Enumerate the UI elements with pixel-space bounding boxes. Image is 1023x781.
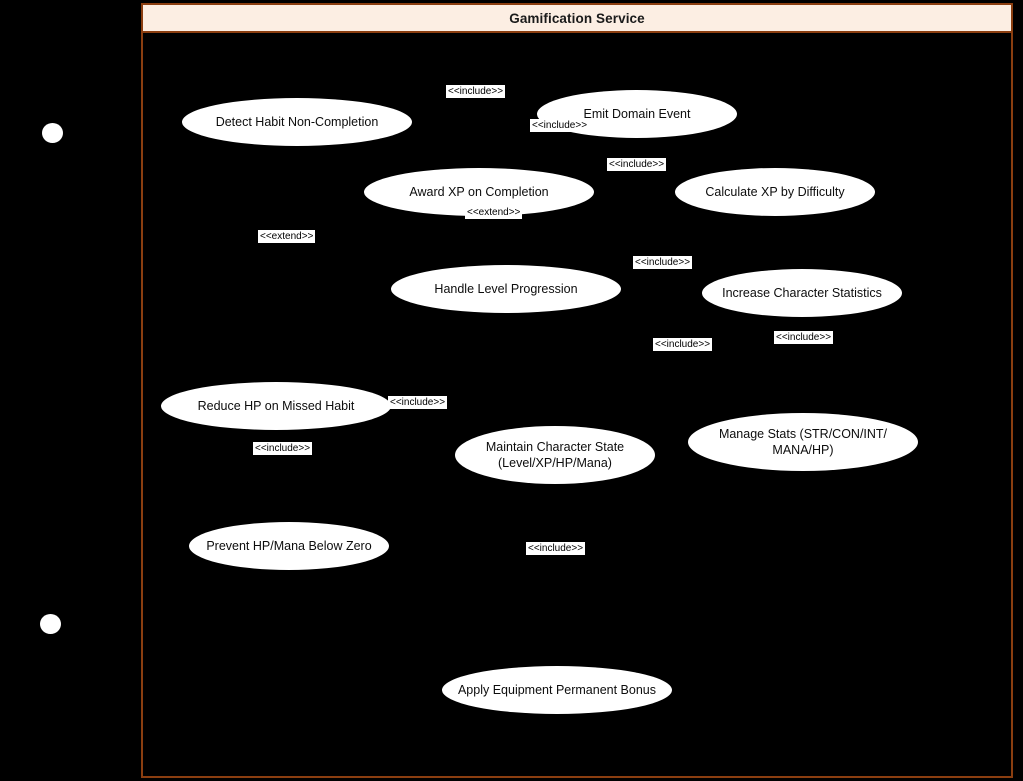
stereotype-include-prevent-to-maintain: <<include>> [253, 442, 313, 455]
usecase-label: Reduce HP on Missed Habit [197, 398, 355, 413]
stereotype-extend-actor-to-handle: <<extend>> [258, 230, 316, 243]
stereotype-include-maintain-to-manage: <<include>> [653, 338, 713, 351]
usecase-label: Emit Domain Event [583, 106, 691, 121]
usecase-maintain-character-state[interactable]: Maintain Character State (Level/XP/HP/Ma… [455, 426, 655, 484]
usecase-reduce-hp-on-missed-habit[interactable]: Reduce HP on Missed Habit [161, 382, 391, 430]
usecase-label: Increase Character Statistics [722, 285, 882, 300]
usecase-prevent-hp-mana-below-zero[interactable]: Prevent HP/Mana Below Zero [189, 522, 389, 570]
usecase-label: Award XP on Completion [409, 184, 549, 199]
usecase-manage-stats[interactable]: Manage Stats (STR/CON/INT/ MANA/HP) [688, 413, 918, 471]
usecase-apply-equipment-permanent-bonus[interactable]: Apply Equipment Permanent Bonus [442, 666, 672, 714]
usecase-increase-character-statistics[interactable]: Increase Character Statistics [702, 269, 902, 317]
actor-strip [0, 0, 141, 781]
usecase-label: Apply Equipment Permanent Bonus [457, 682, 657, 697]
stereotype-include-apply-to-manage: <<include>> [526, 542, 586, 555]
stereotype-include-award-to-calculate: <<include>> [607, 158, 667, 171]
usecase-label: Handle Level Progression [434, 281, 578, 296]
actor-bottom-head[interactable] [40, 614, 61, 634]
package-header: Gamification Service [143, 5, 1011, 33]
package-body: Detect Habit Non-Completion Emit Domain … [143, 33, 1011, 776]
stereotype-include-increase-to-manage: <<include>> [774, 331, 834, 344]
usecase-label: Maintain Character State (Level/XP/HP/Ma… [485, 439, 625, 470]
usecase-label: Calculate XP by Difficulty [705, 184, 845, 199]
package-gamification-service: Gamification Service Detect Habit Non-Co… [141, 3, 1013, 778]
stereotype-include-detect-to-emit: <<include>> [446, 85, 506, 98]
usecase-calculate-xp-by-difficulty[interactable]: Calculate XP by Difficulty [675, 168, 875, 216]
usecase-detect-habit-non-completion[interactable]: Detect Habit Non-Completion [182, 98, 412, 146]
stereotype-include-emit-to-award: <<include>> [530, 119, 590, 132]
usecase-label: Detect Habit Non-Completion [215, 114, 379, 129]
usecase-label: Manage Stats (STR/CON/INT/ MANA/HP) [718, 426, 888, 457]
stereotype-include-handle-to-increase: <<include>> [633, 256, 693, 269]
stereotype-include-reduce-to-maintain: <<include>> [388, 396, 448, 409]
actor-top-head[interactable] [42, 123, 63, 143]
package-title: Gamification Service [509, 10, 645, 26]
stereotype-extend-handle-to-award: <<extend>> [465, 206, 523, 219]
usecase-label: Prevent HP/Mana Below Zero [206, 538, 372, 553]
usecase-handle-level-progression[interactable]: Handle Level Progression [391, 265, 621, 313]
